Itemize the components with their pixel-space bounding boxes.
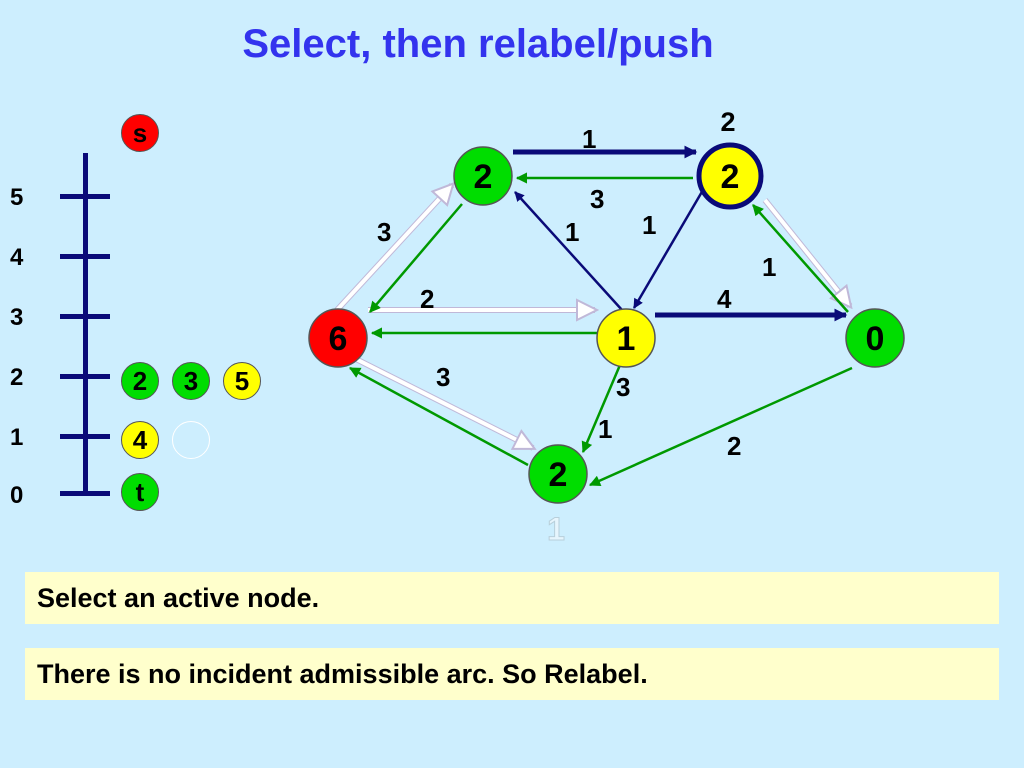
node-n3: 2 2 — [696, 107, 764, 210]
node-n2-label: 2 — [474, 158, 493, 196]
node-n2: 2 — [453, 146, 513, 206]
arc-label-n2-n3: 1 — [582, 124, 596, 154]
arc-n6-n3 — [752, 204, 849, 313]
residual-arcs — [349, 145, 853, 487]
arc-n3-n4 — [632, 189, 705, 309]
arc-label-n3-n6: 1 — [762, 252, 776, 282]
scale-tick-5 — [60, 194, 110, 199]
scale-level-5: 5 — [10, 184, 24, 211]
scale-tick-1 — [60, 434, 110, 439]
arc-label-n4-n2: 1 — [565, 217, 579, 247]
message-relabel: There is no incident admissible arc. So … — [25, 648, 999, 700]
arc-label-n3-n4: 1 — [642, 210, 656, 240]
arc-n4-n5 — [581, 364, 622, 454]
bucket-item: t — [121, 473, 159, 511]
bucket-item: 3 — [172, 362, 210, 400]
arc-n4-n2 — [514, 191, 623, 311]
node-n5: 2 1 — [528, 444, 588, 548]
scale-tick-4 — [60, 254, 110, 259]
arc-n5-n1 — [349, 366, 529, 467]
node-n6-circle — [845, 308, 905, 368]
node-n4-label: 1 — [617, 320, 636, 358]
node-n6-label: 0 — [866, 320, 885, 358]
node-n5-label: 2 — [549, 456, 568, 494]
flow-arc-n3-n6-inner — [763, 198, 850, 306]
arc-n2-n1 — [369, 203, 463, 313]
node-n3-circle — [696, 142, 764, 210]
arc-label-n3-n2: 3 — [590, 184, 604, 214]
flow-arc-n1-n2-inner — [335, 185, 452, 312]
message-select: Select an active node. — [25, 572, 999, 624]
scale-tick-3 — [60, 314, 110, 319]
node-n4: 1 — [596, 308, 656, 368]
arc-labels: 1 3 3 1 1 1 2 4 3 3 1 2 — [377, 124, 776, 461]
scale-tick-0 — [60, 491, 110, 496]
flow-arc-n1-n5-inner — [351, 355, 533, 448]
scale-axis — [83, 153, 88, 495]
node-n4-circle — [596, 308, 656, 368]
flow-arcs — [334, 185, 850, 451]
bucket-item: 2 — [121, 362, 159, 400]
node-n2-circle — [453, 146, 513, 206]
arc-label-n4-n6: 4 — [717, 284, 732, 314]
bucket-item-empty — [172, 421, 210, 459]
scale-level-4: 4 — [10, 244, 24, 271]
scale-level-0: 0 — [10, 482, 24, 509]
scale-level-3: 3 — [10, 304, 24, 331]
arc-label-n1-n4: 2 — [420, 284, 434, 314]
node-n1: 6 — [308, 308, 368, 368]
node-n6: 0 — [845, 308, 905, 368]
node-n1-circle — [308, 308, 368, 368]
bucket-item: 4 — [121, 421, 159, 459]
scale-level-2: 2 — [10, 364, 24, 391]
network-nodes: 6 2 2 2 1 2 1 0 — [308, 107, 905, 548]
arc-label-n6-n5: 2 — [727, 431, 741, 461]
bucket-source: s — [121, 114, 159, 152]
node-n5-circle — [528, 444, 588, 504]
node-n5-bottom-label: 1 — [547, 511, 565, 547]
node-n3-label: 2 — [721, 158, 740, 196]
arc-label-n1-n5: 3 — [436, 362, 450, 392]
scale-level-1: 1 — [10, 424, 24, 451]
arc-n6-n5 — [588, 366, 853, 487]
arc-label-n1-n2: 3 — [377, 217, 391, 247]
node-n3-top-label: 2 — [720, 107, 735, 137]
arc-label-n5-n4-a: 3 — [616, 372, 630, 402]
bucket-item: 5 — [223, 362, 261, 400]
arc-label-n5-n4-b: 1 — [598, 414, 612, 444]
scale-tick-2 — [60, 374, 110, 379]
node-n1-label: 6 — [329, 320, 348, 358]
slide-title: Select, then relabel/push — [242, 22, 714, 66]
